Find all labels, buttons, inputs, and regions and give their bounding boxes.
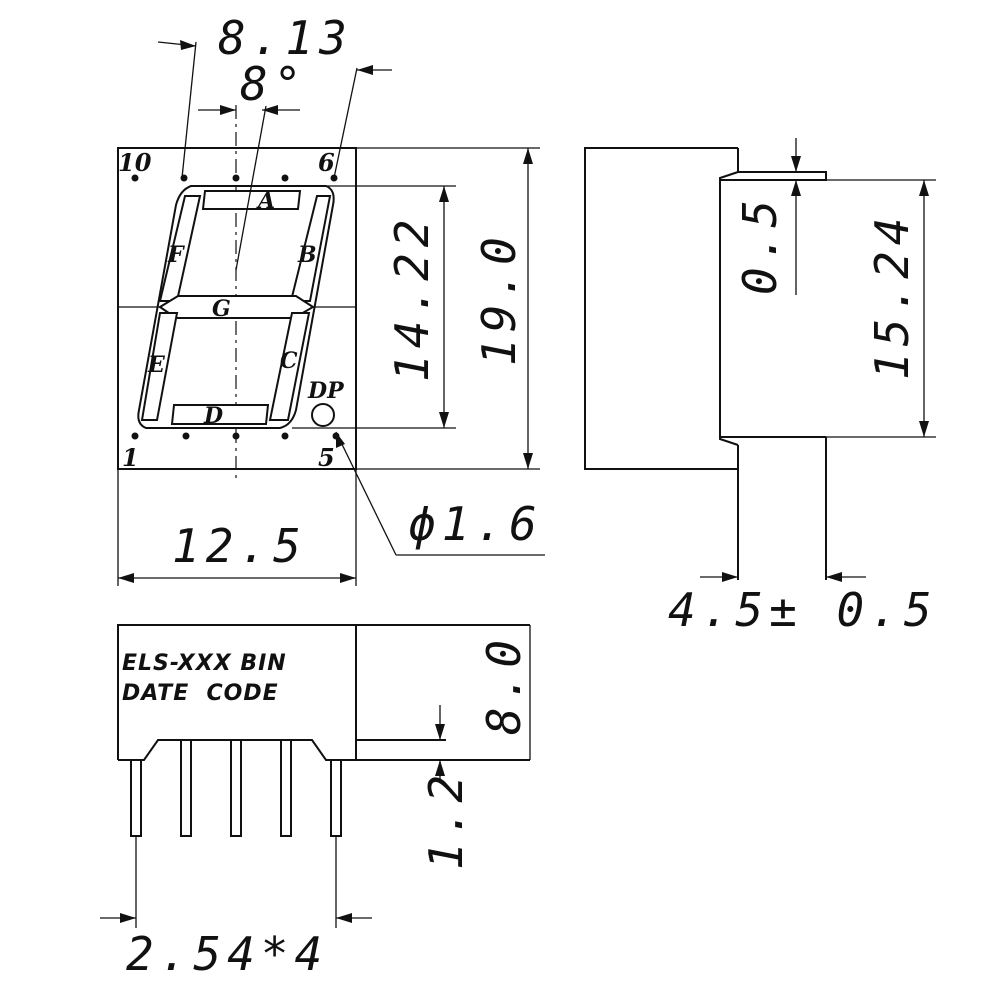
- side-body-outline: [584, 147, 738, 470]
- segment-d: [170, 404, 270, 425]
- dim-pitch-text: 2.54*4: [126, 927, 328, 981]
- dim-slant-angle: [198, 105, 300, 271]
- side-view: 0.5 15.24 4.5± 0.5: [584, 138, 938, 637]
- dim-pin-span-text: 15.24: [865, 212, 919, 380]
- dim-slant-span-text: 8.13: [218, 11, 353, 65]
- dim-standoff-text: 0.5: [733, 194, 787, 295]
- segment-f-label: F: [167, 242, 185, 268]
- dim-body-height: [356, 147, 540, 470]
- segment-c-label: C: [280, 348, 298, 374]
- pin-6-label: 6: [318, 148, 335, 177]
- segment-e: [140, 312, 179, 421]
- segment-a-label: A: [256, 188, 275, 214]
- pin-10-label: 10: [118, 148, 152, 177]
- dim-dp-diameter-leader: [335, 431, 545, 556]
- bottom-view: ELS-XXX BIN DATE CODE 8.0 1.2: [100, 624, 531, 981]
- segment-b: [289, 195, 332, 302]
- segment-b-label: B: [297, 242, 317, 268]
- side-body-face: [719, 171, 739, 446]
- dim-standoff: [791, 138, 801, 295]
- segment-g-label: G: [212, 296, 231, 322]
- segment-d-label: D: [203, 403, 223, 429]
- segment-c: [268, 312, 311, 421]
- digit-outline: [137, 185, 335, 429]
- dim-depth: [700, 572, 866, 582]
- dim-slant-angle-text: 8°: [240, 57, 307, 111]
- bottom-pins: [130, 739, 342, 837]
- front-body-outline: [117, 147, 357, 470]
- bottom-body-outline: [117, 624, 357, 761]
- segment-g: [158, 295, 315, 319]
- dim-dp-diameter-text: ϕ1.6: [408, 497, 543, 551]
- segment-a: [201, 190, 302, 210]
- dim-body-width-text: 12.5: [172, 519, 307, 573]
- pin-1-label: 1: [122, 443, 139, 472]
- segment-e-label: E: [147, 352, 166, 378]
- dim-bottom-height-text: 8.0: [477, 634, 531, 735]
- segment-dp-label: DP: [307, 378, 345, 404]
- decimal-point: [311, 403, 335, 427]
- dim-pitch: [100, 836, 372, 928]
- front-view: A F B G E C D DP 10 6 1 5 8.13: [117, 11, 545, 586]
- dim-body-width: [117, 469, 357, 586]
- dim-depth-text: 4.5± 0.5: [668, 583, 938, 637]
- dim-digit-height: [292, 185, 456, 429]
- dim-slant-span: [157, 40, 392, 179]
- dim-pin-offset-text: 1.2: [419, 769, 473, 870]
- side-top-lead: [720, 171, 827, 181]
- dim-pin-offset: [435, 705, 445, 780]
- dim-body-height-text: 19.0: [472, 231, 526, 366]
- marking-line-2: DATE CODE: [122, 681, 279, 706]
- pin-5-label: 5: [318, 443, 335, 472]
- dim-pin-span: [826, 179, 936, 438]
- marking-line-1: ELS-XXX BIN: [122, 651, 287, 676]
- dim-digit-height-text: 14.22: [385, 214, 439, 382]
